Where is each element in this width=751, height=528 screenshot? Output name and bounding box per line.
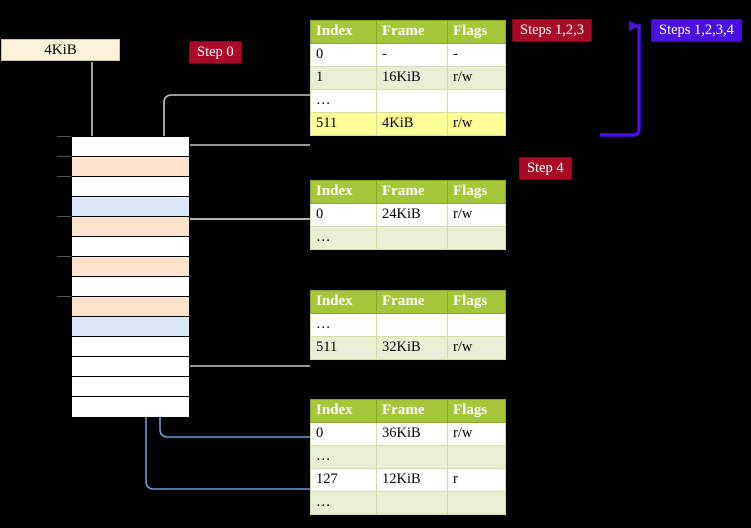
column-header-frame: Frame [376,180,448,204]
column-header-frame: Frame [376,399,448,423]
badge-steps-123: Steps 1,2,3 [512,19,593,43]
badge-step-4: Step 4 [519,157,572,181]
cell-flags: r [447,468,506,492]
cell-index: … [310,313,377,337]
cell-index: 0 [310,203,377,227]
memory-grid-tick [57,136,71,137]
cell-frame: 36KiB [376,422,448,446]
cell-flags: r/w [447,422,506,446]
cell-frame: - [376,43,448,67]
memory-frame-row [72,237,189,257]
memory-frame-row [72,257,189,277]
wire-pt3-row127-to-grid [145,416,310,490]
memory-grid-tick [57,256,71,257]
table-row: … [310,313,506,337]
table-row: … [310,89,506,113]
cell-frame [376,89,448,113]
cell-frame: 12KiB [376,468,448,492]
column-header-flags: Flags [447,20,506,44]
cell-flags: r/w [447,203,506,227]
cell-flags [447,313,506,337]
cell-flags [447,445,506,469]
cell-flags [447,89,506,113]
table-row: … [310,491,506,515]
cell-flags: - [447,43,506,67]
cell-index: 1 [310,66,377,90]
memory-frame-row [72,217,189,237]
cell-frame [376,313,448,337]
column-header-flags: Flags [447,290,506,314]
cell-flags: r/w [447,112,506,136]
cell-index: 0 [310,43,377,67]
cell-flags: r/w [447,66,506,90]
memory-frame-row [72,277,189,297]
wire-steps-bracket [600,20,641,137]
column-header-index: Index [310,180,377,204]
column-header-frame: Frame [376,20,448,44]
memory-frame-row [72,297,189,317]
cell-flags [447,491,506,515]
table-row: … [310,445,506,469]
column-header-index: Index [310,399,377,423]
table-row: 0-- [310,43,506,67]
cell-flags [447,226,506,250]
cell-index: … [310,445,377,469]
cell-index: 0 [310,422,377,446]
cell-frame [376,445,448,469]
cell-index: 511 [310,336,377,360]
wire-pt3-row0-to-grid [159,416,310,438]
memory-frame-row [72,197,189,217]
cell-frame: 32KiB [376,336,448,360]
memory-frame-row [72,157,189,177]
wire-pt1-row0-to-grid [170,218,310,262]
column-header-flags: Flags [447,399,506,423]
frame-size-label: 4KiB [44,41,77,58]
cell-frame: 4KiB [376,112,448,136]
cell-index: 511 [310,112,377,136]
physical-memory-grid [71,136,190,417]
column-header-index: Index [310,290,377,314]
cell-frame [376,226,448,250]
memory-frame-row [72,137,189,157]
cell-index: … [310,491,377,515]
cell-index: 127 [310,468,377,492]
cell-flags: r/w [447,336,506,360]
column-header-frame: Frame [376,290,448,314]
cell-index: … [310,226,377,250]
memory-frame-row [72,317,189,337]
badge-steps-1234: Steps 1,2,3,4 [651,19,742,43]
badge-step-0: Step 0 [189,41,242,65]
memory-frame-row [72,397,189,417]
memory-frame-row [72,377,189,397]
memory-frame-row [72,177,189,197]
column-header-index: Index [310,20,377,44]
frame-size-box: 4KiB [1,39,120,61]
memory-frame-row [72,357,189,377]
cell-frame: 24KiB [376,203,448,227]
memory-grid-tick [57,156,71,157]
table-row: … [310,226,506,250]
memory-grid-tick [57,176,71,177]
cell-frame [376,491,448,515]
memory-grid-tick [57,296,71,297]
column-header-flags: Flags [447,180,506,204]
memory-frame-row [72,337,189,357]
cell-frame: 16KiB [376,66,448,90]
memory-grid-tick [57,216,71,217]
cell-index: … [310,89,377,113]
